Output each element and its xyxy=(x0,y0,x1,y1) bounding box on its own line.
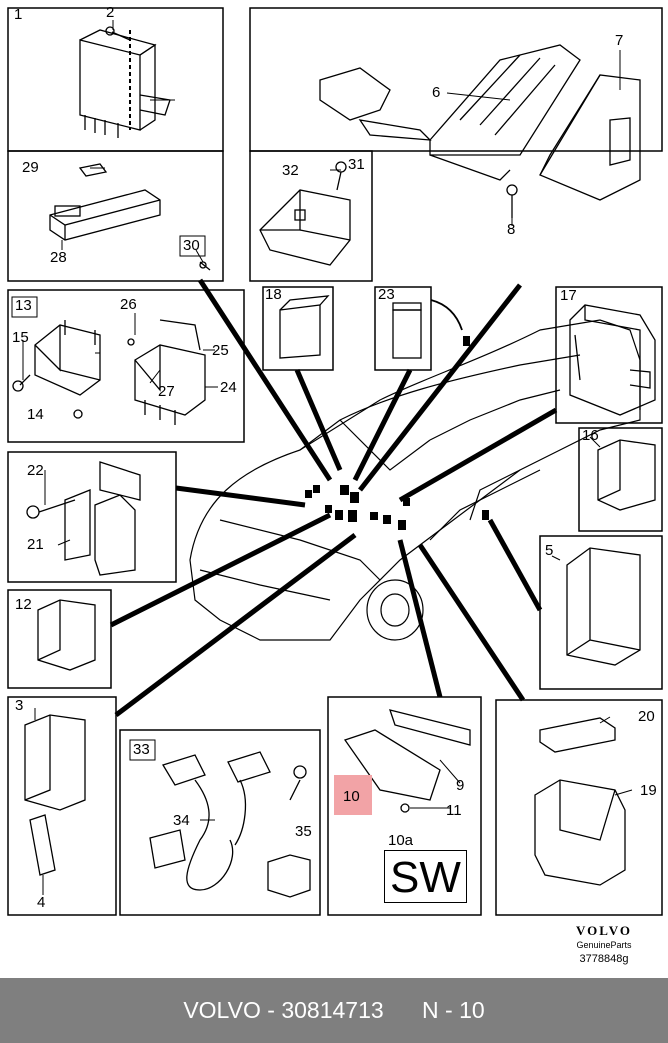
panel-31-32 xyxy=(249,150,373,282)
callout-23: 23 xyxy=(378,286,395,303)
panel-6-8 xyxy=(249,7,663,152)
module-17 xyxy=(569,304,656,416)
dashed-arrow xyxy=(430,299,463,331)
relay-35 xyxy=(267,854,311,898)
panel-12 xyxy=(7,589,112,689)
callout-6: 6 xyxy=(432,84,441,101)
panel-17 xyxy=(555,286,663,424)
callout-3: 3 xyxy=(15,697,24,714)
relay-19 xyxy=(534,779,626,886)
harness-33 xyxy=(149,751,307,891)
callout-9: 9 xyxy=(456,777,465,794)
callout-13: 13 xyxy=(15,297,32,314)
footer-part-number: 30814713 xyxy=(281,997,384,1023)
screw-32 xyxy=(335,161,347,191)
nut-8 xyxy=(506,184,518,218)
callout-24: 24 xyxy=(220,379,237,396)
brand-block: VOLVO GenuineParts 3778848g xyxy=(576,923,632,965)
footer-bar: VOLVO - 30814713 N - 10 xyxy=(0,978,668,1043)
panel-23 xyxy=(374,286,432,371)
relay-10 xyxy=(343,709,471,813)
relay-23 xyxy=(392,302,422,359)
callout-10: 10 xyxy=(343,788,360,805)
panel-33-35 xyxy=(119,729,321,916)
callout-5: 5 xyxy=(545,542,554,559)
panel-19-20 xyxy=(495,699,663,916)
callout-35: 35 xyxy=(295,823,312,840)
module-28 xyxy=(49,189,161,241)
volvo-logo: VOLVO xyxy=(576,923,632,938)
parts-diagram xyxy=(7,7,663,916)
highlight-part-10 xyxy=(334,775,372,815)
screw-2 xyxy=(105,26,131,41)
callout-20: 20 xyxy=(638,708,655,725)
bracket-6 xyxy=(319,44,581,181)
callout-25: 25 xyxy=(212,342,229,359)
relay-3 xyxy=(24,714,86,876)
callout-28: 28 xyxy=(50,249,67,266)
car-outline xyxy=(189,319,641,641)
callout-18: 18 xyxy=(265,286,282,303)
relay-16 xyxy=(597,439,656,511)
panel-3-4 xyxy=(7,696,117,916)
clip-29 xyxy=(78,163,108,177)
callout-21: 21 xyxy=(27,536,44,553)
callout-32: 32 xyxy=(282,162,299,179)
drawing-code: 3778848g xyxy=(579,953,629,965)
screw-22 xyxy=(26,499,76,519)
relay-24 xyxy=(134,319,206,425)
callout-15: 15 xyxy=(12,329,29,346)
callout-22: 22 xyxy=(27,462,44,479)
callout-26: 26 xyxy=(120,296,137,313)
panel-21-22 xyxy=(7,451,177,583)
callout-30: 30 xyxy=(183,237,200,254)
sw-label-box: SW xyxy=(384,850,467,903)
callout-19: 19 xyxy=(640,782,657,799)
relay-18 xyxy=(279,295,330,359)
callout-16: 16 xyxy=(582,427,599,444)
module-7 xyxy=(539,74,641,201)
panel-9-11 xyxy=(327,696,482,916)
relay-21 xyxy=(64,461,141,576)
callout-2: 2 xyxy=(106,4,115,21)
callout-31: 31 xyxy=(348,156,365,173)
callout-12: 12 xyxy=(15,596,32,613)
callout-1: 1 xyxy=(14,6,23,23)
callout-29: 29 xyxy=(22,159,39,176)
callout-10a: 10a xyxy=(388,832,414,849)
pointer-arrows xyxy=(109,278,558,717)
panel-28-30 xyxy=(7,150,224,282)
footer-position: N - 10 xyxy=(422,997,485,1023)
panel-13-27 xyxy=(7,289,245,443)
bracket-20 xyxy=(539,717,616,753)
genuine-parts-label: GenuineParts xyxy=(576,940,632,950)
callout-14: 14 xyxy=(27,406,44,423)
callout-7: 7 xyxy=(615,32,624,49)
callout-33: 33 xyxy=(133,741,150,758)
footer-make: VOLVO xyxy=(183,997,261,1023)
callout-17: 17 xyxy=(560,287,577,304)
panel-5 xyxy=(539,535,663,690)
panel-1-2 xyxy=(7,7,224,152)
callout-11: 11 xyxy=(446,802,462,819)
relay-12 xyxy=(37,599,96,671)
relay-15 xyxy=(19,320,101,396)
screw-30 xyxy=(199,261,211,271)
callout-4: 4 xyxy=(37,894,46,911)
relay-31 xyxy=(259,189,351,266)
relay-5 xyxy=(566,547,641,666)
mini-parts xyxy=(305,336,489,530)
panel-16 xyxy=(578,427,663,532)
leader-lines xyxy=(22,20,633,895)
callout-34: 34 xyxy=(173,812,190,829)
callout-27: 27 xyxy=(158,383,175,400)
callout-8: 8 xyxy=(507,221,516,238)
relay-1 xyxy=(79,29,171,138)
